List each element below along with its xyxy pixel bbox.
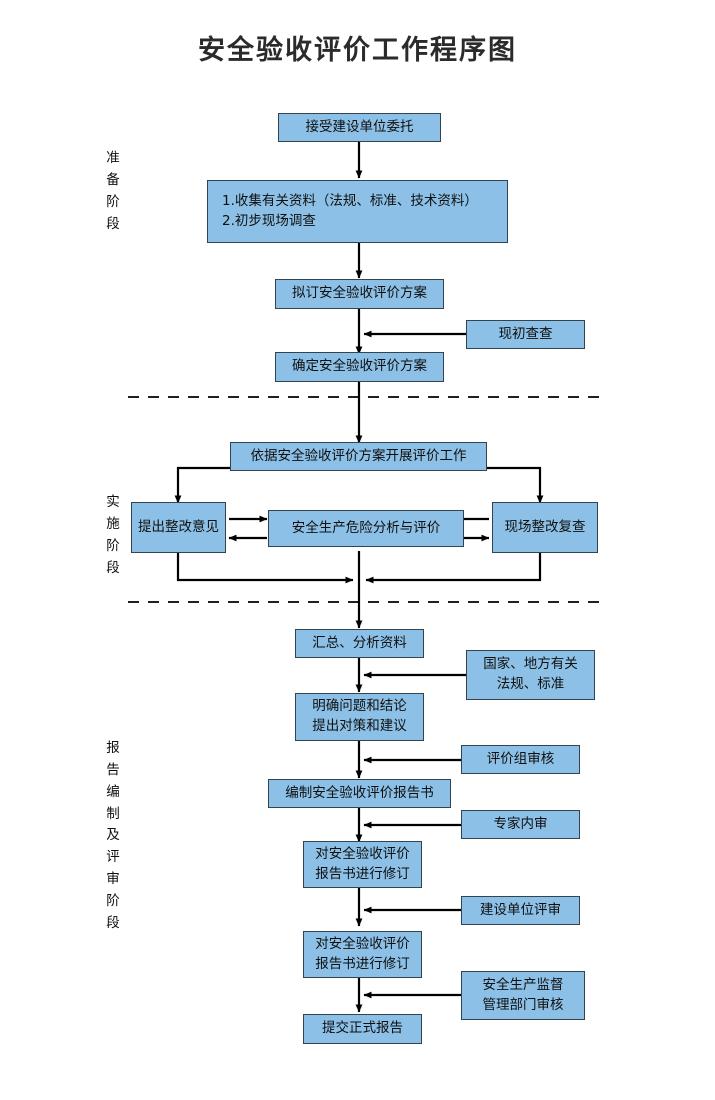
node-line: 现初查查 <box>498 325 553 342</box>
node-line: 安全生产危险分析与评价 <box>291 519 441 536</box>
phase-char: 审 <box>106 871 120 888</box>
node-line: 专家内审 <box>493 815 548 832</box>
node-supervision-review[interactable]: 安全生产监督 管理部门审核 <box>461 971 585 1020</box>
node-line: 编制安全验收评价报告书 <box>285 784 434 801</box>
node-confirm-plan[interactable]: 确定安全验收评价方案 <box>275 352 444 382</box>
phase-char: 准 <box>106 150 120 166</box>
node-accept-commission[interactable]: 接受建设单位委托 <box>278 113 441 142</box>
node-line: 评价组审核 <box>486 750 555 767</box>
phase-char: 备 <box>106 171 120 188</box>
node-line: 安全生产监督 <box>482 976 564 993</box>
node-compile-report[interactable]: 编制安全验收评价报告书 <box>268 779 451 808</box>
phase-char: 阶 <box>106 193 120 210</box>
phase-label-implementation: 实 施 阶 段 <box>100 492 126 579</box>
node-line: 汇总、分析资料 <box>312 634 407 651</box>
node-owner-review[interactable]: 建设单位评审 <box>461 896 580 925</box>
phase-label-preparation: 准 备 阶 段 <box>100 148 126 235</box>
node-line: 管理部门审核 <box>482 996 564 1013</box>
node-laws-standards[interactable]: 国家、地方有关 法规、标准 <box>466 650 595 700</box>
phase-char: 制 <box>106 805 120 822</box>
phase-label-reporting: 报 告 编 制 及 评 审 阶 段 <box>100 738 126 935</box>
node-revise-report-1[interactable]: 对安全验收评价 报告书进行修订 <box>303 841 422 888</box>
phase-char: 阶 <box>106 893 120 910</box>
node-line: 1.收集有关资料（法规、标准、技术资料） <box>222 192 478 209</box>
phase-char: 报 <box>106 740 120 756</box>
node-line: 国家、地方有关 <box>483 656 578 673</box>
node-submit-report[interactable]: 提交正式报告 <box>303 1014 422 1044</box>
node-line: 接受建设单位委托 <box>305 118 414 135</box>
phase-char: 阶 <box>106 537 120 554</box>
node-line: 2.初步现场调查 <box>222 212 316 229</box>
node-revise-report-2[interactable]: 对安全验收评价 报告书进行修订 <box>303 931 422 978</box>
node-collect-data[interactable]: 1.收集有关资料（法规、标准、技术资料） 2.初步现场调查 <box>207 180 508 243</box>
node-clarify-problems[interactable]: 明确问题和结论 提出对策和建议 <box>295 693 424 741</box>
node-review-group[interactable]: 评价组审核 <box>461 745 580 774</box>
node-line: 明确问题和结论 <box>312 698 407 715</box>
node-line: 报告书进行修订 <box>315 865 410 882</box>
node-line: 法规、标准 <box>496 676 565 692</box>
node-site-recheck[interactable]: 现场整改复查 <box>492 502 598 553</box>
node-expert-review[interactable]: 专家内审 <box>461 810 580 839</box>
phase-char: 段 <box>106 914 120 931</box>
phase-char: 编 <box>106 783 120 800</box>
phase-char: 段 <box>106 559 120 576</box>
phase-char: 实 <box>106 494 120 510</box>
phase-char: 施 <box>106 515 120 532</box>
node-line: 报告书进行修订 <box>315 955 410 972</box>
node-site-first-check[interactable]: 现初查查 <box>466 320 585 349</box>
phase-char: 评 <box>106 849 120 866</box>
node-line: 建设单位评审 <box>480 901 561 918</box>
phase-char: 段 <box>106 215 120 232</box>
node-propose-rectification[interactable]: 提出整改意见 <box>131 502 226 553</box>
page-title: 安全验收评价工作程序图 <box>198 35 517 66</box>
node-line: 提出整改意见 <box>138 518 219 535</box>
node-carry-out-evaluation[interactable]: 依据安全验收评价方案开展评价工作 <box>230 442 487 471</box>
node-line: 提交正式报告 <box>322 1020 403 1037</box>
node-line: 对安全验收评价 <box>315 935 410 952</box>
node-line: 现场整改复查 <box>504 518 586 535</box>
node-line: 确定安全验收评价方案 <box>292 358 427 375</box>
node-line: 拟订安全验收评价方案 <box>292 285 427 302</box>
node-line: 依据安全验收评价方案开展评价工作 <box>250 447 467 464</box>
node-hazard-analysis[interactable]: 安全生产危险分析与评价 <box>268 510 464 547</box>
node-summarize-data[interactable]: 汇总、分析资料 <box>295 629 424 658</box>
phase-char: 及 <box>106 827 120 844</box>
phase-char: 告 <box>106 761 120 778</box>
node-line: 对安全验收评价 <box>315 845 410 862</box>
node-draft-plan[interactable]: 拟订安全验收评价方案 <box>275 279 444 309</box>
node-line: 提出对策和建议 <box>312 718 407 734</box>
